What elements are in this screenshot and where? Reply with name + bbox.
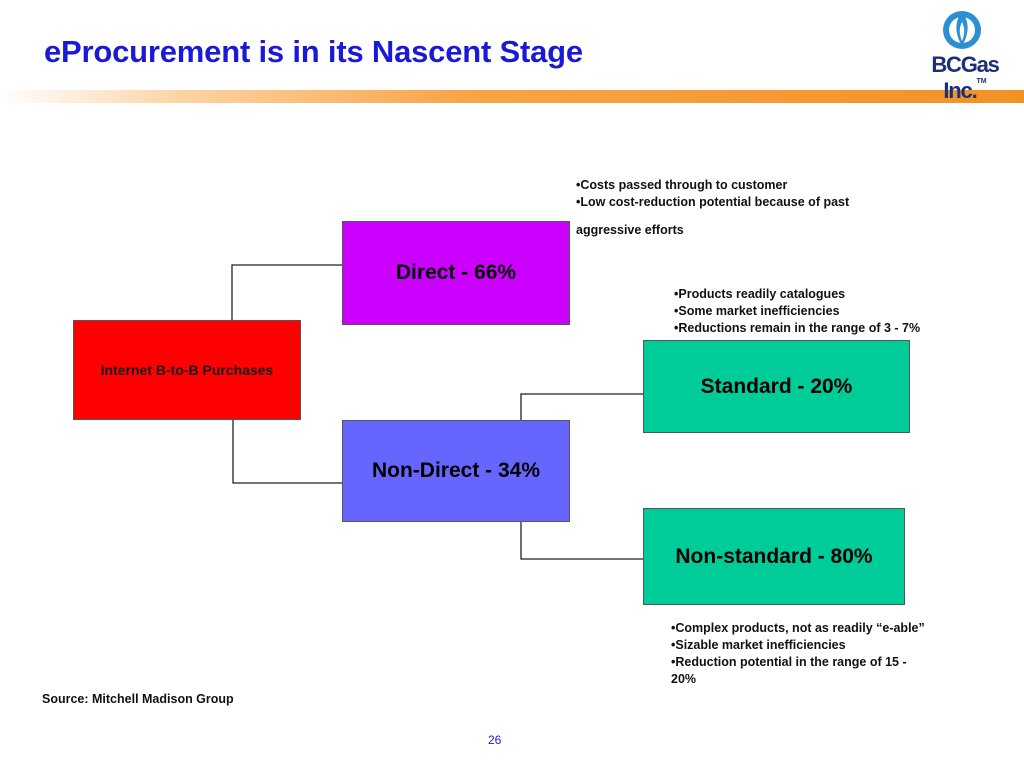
source-citation: Source: Mitchell Madison Group xyxy=(42,692,234,706)
nondirect-box: Non-Direct - 34% xyxy=(342,420,570,522)
logo-wordmark: BCGas Inc.TM xyxy=(910,52,1020,104)
direct-box-label: Direct - 66% xyxy=(395,261,517,284)
nonstandard-notes: •Complex products, not as readily “e-abl… xyxy=(671,620,925,688)
company-logo: BCGas Inc.TM xyxy=(910,8,1020,103)
note-line: •Some market inefficiencies xyxy=(674,304,840,318)
note-line: 20% xyxy=(671,672,697,686)
note-line: •Low cost-reduction potential because of… xyxy=(576,195,850,209)
nonstandard-box: Non-standard - 80% xyxy=(643,508,905,605)
direct-box: Direct - 66% xyxy=(342,221,570,325)
note-line: •Costs passed through to customer xyxy=(576,178,788,192)
root-box-label: Internet B-to-B Purchases xyxy=(100,362,274,378)
connector-nondirect-nonstandard xyxy=(520,522,643,560)
page-number: 26 xyxy=(488,733,502,747)
accent-bar xyxy=(0,90,1024,103)
note-line: •Complex products, not as readily “e-abl… xyxy=(671,621,925,635)
note-line: •Products readily catalogues xyxy=(674,287,846,301)
connector-root-direct xyxy=(231,264,342,320)
connector-nondirect-standard xyxy=(520,393,643,420)
connector-root-nondirect xyxy=(232,420,342,484)
nondirect-box-label: Non-Direct - 34% xyxy=(371,459,541,482)
flame-icon xyxy=(943,11,981,49)
standard-notes: •Products readily catalogues •Some marke… xyxy=(674,286,920,337)
note-line: •Sizable market inefficiencies xyxy=(671,638,846,652)
note-line: •Reduction potential in the range of 15 … xyxy=(671,655,907,669)
direct-notes: •Costs passed through to customer •Low c… xyxy=(576,177,849,239)
slide-title: eProcurement is in its Nascent Stage xyxy=(44,34,583,69)
root-box: Internet B-to-B Purchases xyxy=(73,320,301,420)
note-line: •Reductions remain in the range of 3 - 7… xyxy=(674,321,921,335)
note-line: aggressive efforts xyxy=(576,223,684,237)
standard-box: Standard - 20% xyxy=(643,340,910,433)
standard-box-label: Standard - 20% xyxy=(700,374,853,398)
logo-text: BCGas Inc. xyxy=(931,52,1000,103)
nonstandard-box-label: Non-standard - 80% xyxy=(675,544,873,568)
logo-trademark: TM xyxy=(976,78,987,85)
